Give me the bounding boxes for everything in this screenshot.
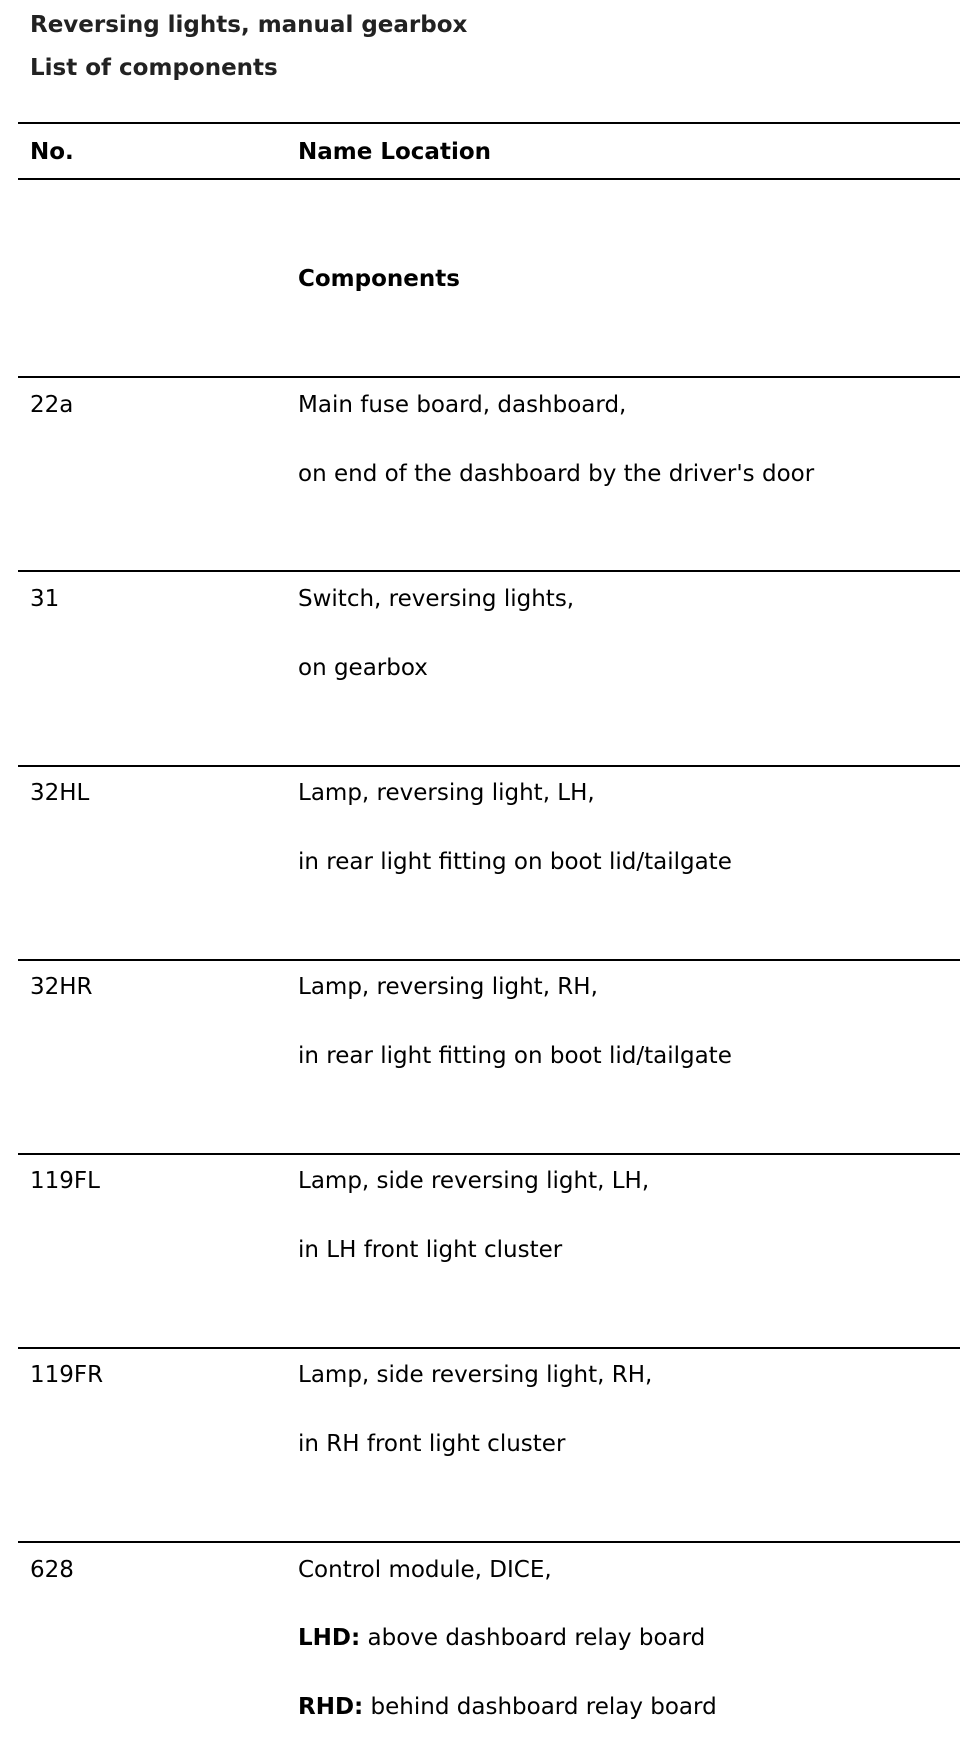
component-name: Lamp, reversing light, LH, xyxy=(298,780,595,806)
rhd-location-text: behind dashboard relay board xyxy=(363,1694,717,1720)
component-name: Control module, DICE, xyxy=(298,1557,552,1583)
lhd-location-text: above dashboard relay board xyxy=(360,1625,706,1651)
header-bottom-rule xyxy=(18,178,960,180)
header-top-rule xyxy=(18,122,960,124)
column-header-no: No. xyxy=(30,139,74,165)
component-number: 22a xyxy=(30,392,74,418)
component-name: Lamp, side reversing light, RH, xyxy=(298,1362,653,1388)
row-divider xyxy=(18,765,960,767)
component-number: 119FR xyxy=(30,1362,104,1388)
component-location-rhd: RHD: behind dashboard relay board xyxy=(298,1692,717,1722)
component-number: 628 xyxy=(30,1557,74,1583)
lhd-label: LHD: xyxy=(298,1625,361,1651)
row-divider xyxy=(18,1153,960,1155)
component-location: in rear light fitting on boot lid/tailga… xyxy=(298,849,732,875)
component-number: 32HR xyxy=(30,974,93,1000)
row-divider xyxy=(18,959,960,961)
component-location-lhd: LHD: above dashboard relay board xyxy=(298,1623,705,1653)
component-name: Main fuse board, dashboard, xyxy=(298,392,627,418)
component-number: 119FL xyxy=(30,1168,100,1194)
row-divider xyxy=(18,376,960,378)
component-name: Lamp, reversing light, RH, xyxy=(298,974,598,1000)
component-name: Lamp, side reversing light, LH, xyxy=(298,1168,650,1194)
component-location: in rear light fitting on boot lid/tailga… xyxy=(298,1043,732,1069)
component-number: 32HL xyxy=(30,780,90,806)
component-location: on gearbox xyxy=(298,655,428,681)
component-name: Switch, reversing lights, xyxy=(298,586,575,612)
document-title: Reversing lights, manual gearbox xyxy=(30,12,468,38)
component-location: in LH front light cluster xyxy=(298,1237,563,1263)
row-divider xyxy=(18,570,960,572)
component-location: in RH front light cluster xyxy=(298,1431,566,1457)
section-heading: Components xyxy=(298,266,460,292)
row-divider xyxy=(18,1541,960,1543)
rhd-label: RHD: xyxy=(298,1694,364,1720)
document-subtitle: List of components xyxy=(30,55,278,81)
component-number: 31 xyxy=(30,586,60,612)
component-location: on end of the dashboard by the driver's … xyxy=(298,461,815,487)
column-header-name-location: Name Location xyxy=(298,139,492,165)
row-divider xyxy=(18,1347,960,1349)
